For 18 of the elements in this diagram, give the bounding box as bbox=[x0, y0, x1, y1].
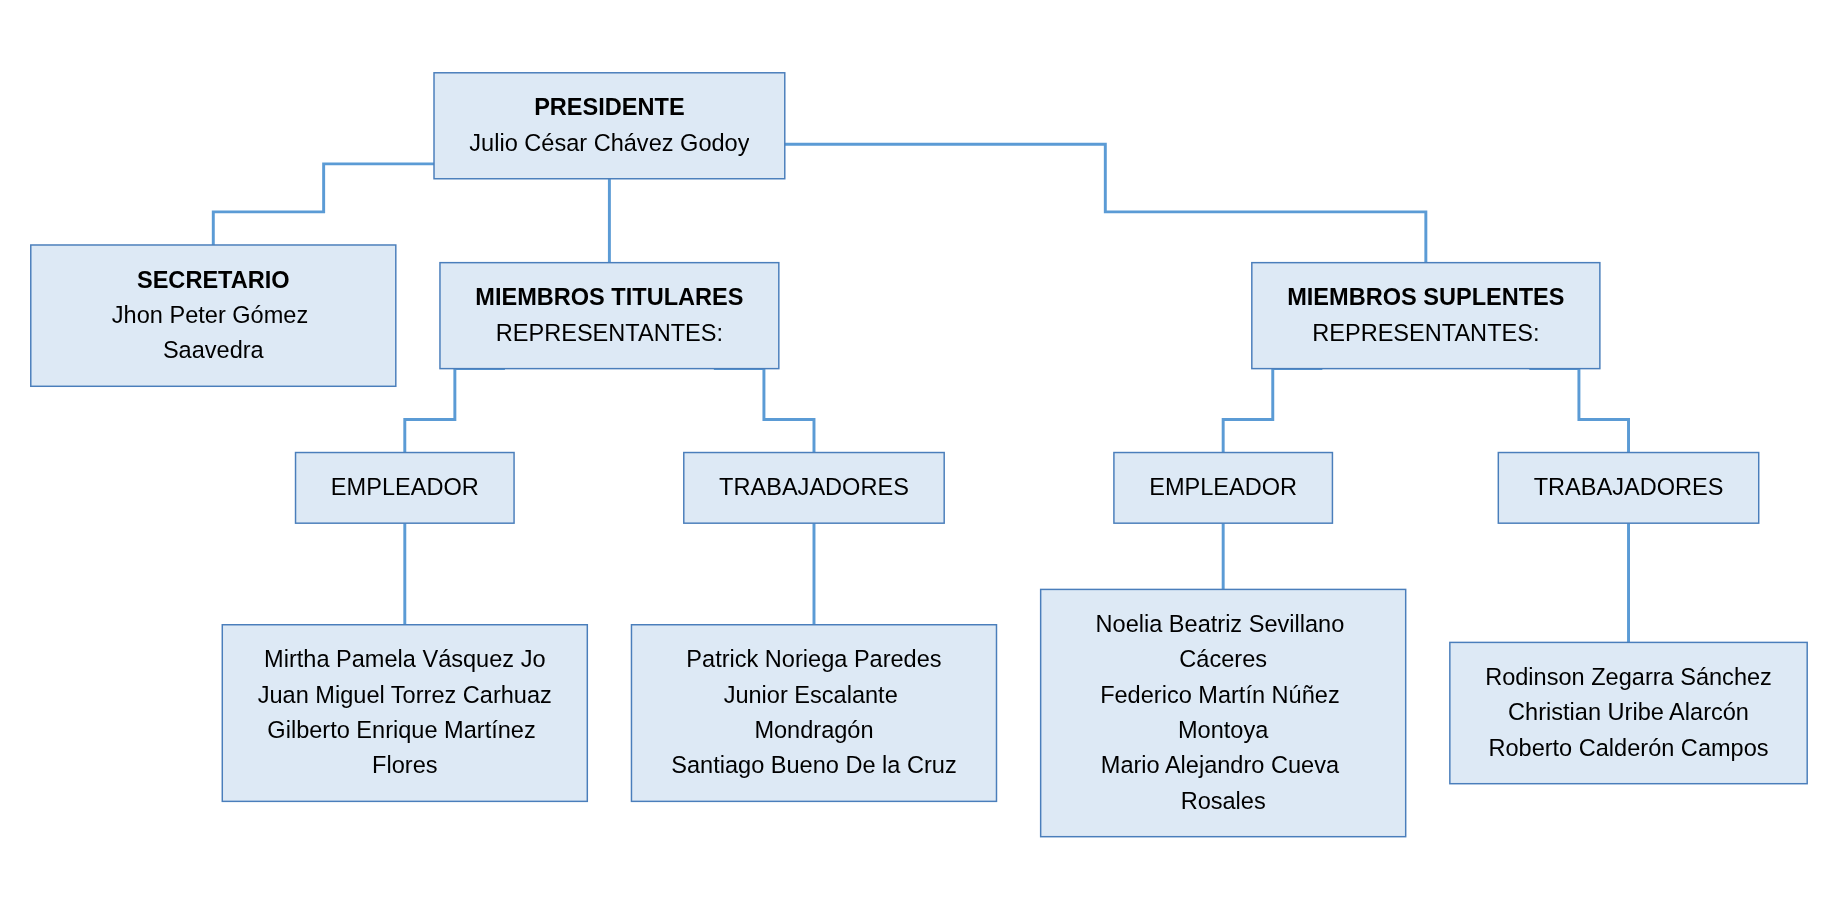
connector bbox=[784, 142, 1428, 264]
node-box: TRABAJADORES bbox=[683, 451, 945, 524]
node-box: Noelia Beatriz Sevillano Cáceres Federico Martín Núñez Montoya Mario Alejandro Cueva Rosales bbox=[1039, 588, 1407, 838]
connector bbox=[607, 177, 611, 264]
node-box: SECRETARIO Jhon Peter Gómez Saavedra bbox=[30, 244, 397, 387]
node-box: MIEMBROS SUPLENTES REPRESENTANTES: bbox=[1251, 261, 1601, 370]
connector bbox=[1221, 521, 1225, 591]
node-box: TRABAJADORES bbox=[1497, 451, 1760, 524]
node-box: Mirtha Pamela Vásquez Jo Juan Miguel Torrez Carhuaz Gilberto Enrique Martínez Flores bbox=[221, 623, 589, 802]
node-box: EMPLEADOR bbox=[294, 451, 515, 524]
connector bbox=[812, 521, 816, 626]
node-box: Rodinson Zegarra Sánchez Christian Uribe Alarcón Roberto Calderón Campos bbox=[1449, 641, 1808, 785]
node-box: MIEMBROS TITULARES REPRESENTANTES: bbox=[439, 261, 780, 370]
node-box: Patrick Noriega Paredes Junior Escalante Mondragón Santiago Bueno De la Cruz bbox=[630, 623, 998, 802]
node-box: EMPLEADOR bbox=[1113, 451, 1334, 524]
connector bbox=[1627, 521, 1630, 644]
node-box: PRESIDENTE Julio César Chávez Godoy bbox=[433, 71, 786, 180]
connector bbox=[403, 521, 407, 626]
